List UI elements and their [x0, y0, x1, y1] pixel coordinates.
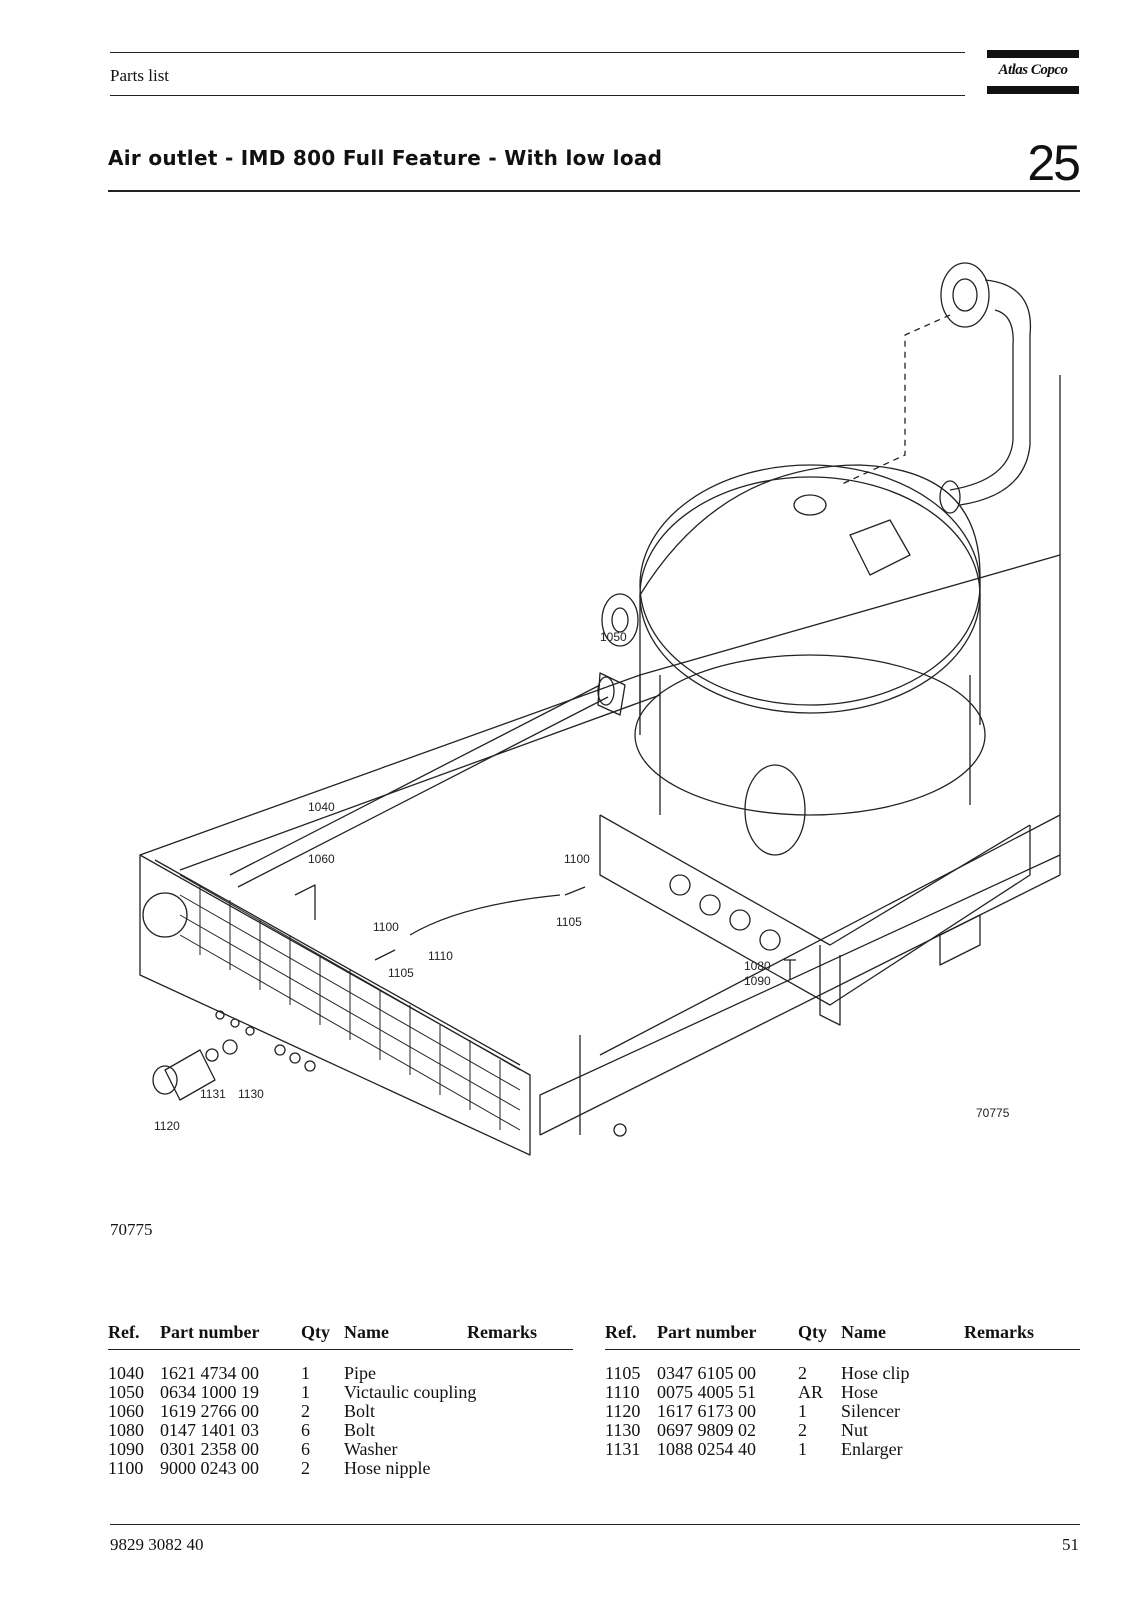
section-number: 25	[1027, 135, 1081, 191]
separator-vessel	[634, 464, 986, 856]
col-qty: Qty	[798, 1322, 841, 1350]
col-name: Name	[344, 1322, 467, 1350]
exploded-parts-drawing: 1050 1040 1060 1100 1105 1100 1110 1105 …	[139, 262, 1061, 1156]
col-remarks: Remarks	[964, 1322, 1080, 1350]
silencer-1120	[152, 1039, 238, 1101]
flange-1050	[601, 593, 639, 647]
col-ref: Ref.	[108, 1322, 160, 1350]
callout-1050: 1050	[600, 630, 627, 644]
atlas-copco-logo: Atlas Copco	[987, 50, 1079, 94]
col-part-number: Part number	[657, 1322, 798, 1350]
document-number: 9829 3082 40	[110, 1535, 204, 1554]
callouts: 1050 1040 1060 1100 1105 1100 1110 1105 …	[154, 630, 1010, 1133]
callout-1110: 1110	[428, 949, 453, 963]
callout-1060: 1060	[308, 852, 335, 866]
footer-rule	[110, 1524, 1080, 1525]
callout-1120: 1120	[154, 1119, 180, 1133]
callout-1090: 1090	[744, 974, 771, 988]
col-part-number: Part number	[160, 1322, 301, 1350]
callout-1100-right: 1100	[564, 852, 590, 866]
base-frame	[139, 375, 1061, 1137]
page-title: Air outlet - IMD 800 Full Feature - With…	[108, 146, 663, 170]
col-remarks: Remarks	[467, 1322, 573, 1350]
support-frame	[599, 814, 1031, 1026]
callout-1130: 1130	[238, 1087, 264, 1101]
callout-1105-right: 1105	[556, 915, 582, 929]
drawing-id: 70775	[976, 1106, 1010, 1120]
bolt-1080	[784, 959, 796, 980]
grille-pattern	[179, 874, 521, 1131]
header-label: Parts list	[110, 66, 170, 85]
title-rule	[108, 190, 1080, 192]
col-qty: Qty	[301, 1322, 344, 1350]
callout-1131: 1131	[200, 1087, 226, 1101]
header-top-rule	[110, 52, 965, 53]
callout-1080: 1080	[744, 959, 771, 973]
callout-1100-left: 1100	[373, 920, 399, 934]
brand-text: Atlas Copco	[998, 62, 1068, 78]
col-name: Name	[841, 1322, 964, 1350]
col-ref: Ref.	[605, 1322, 657, 1350]
page-number: 51	[1062, 1535, 1079, 1554]
callout-1040: 1040	[308, 800, 335, 814]
figure-label: 70775	[110, 1220, 153, 1239]
pipe-1040	[229, 672, 626, 888]
header-bottom-rule	[110, 95, 965, 96]
grille-panel	[139, 854, 531, 1156]
callout-1105-left: 1105	[388, 966, 414, 980]
outlet-elbow	[839, 262, 1032, 514]
hose-assembly	[294, 884, 586, 961]
